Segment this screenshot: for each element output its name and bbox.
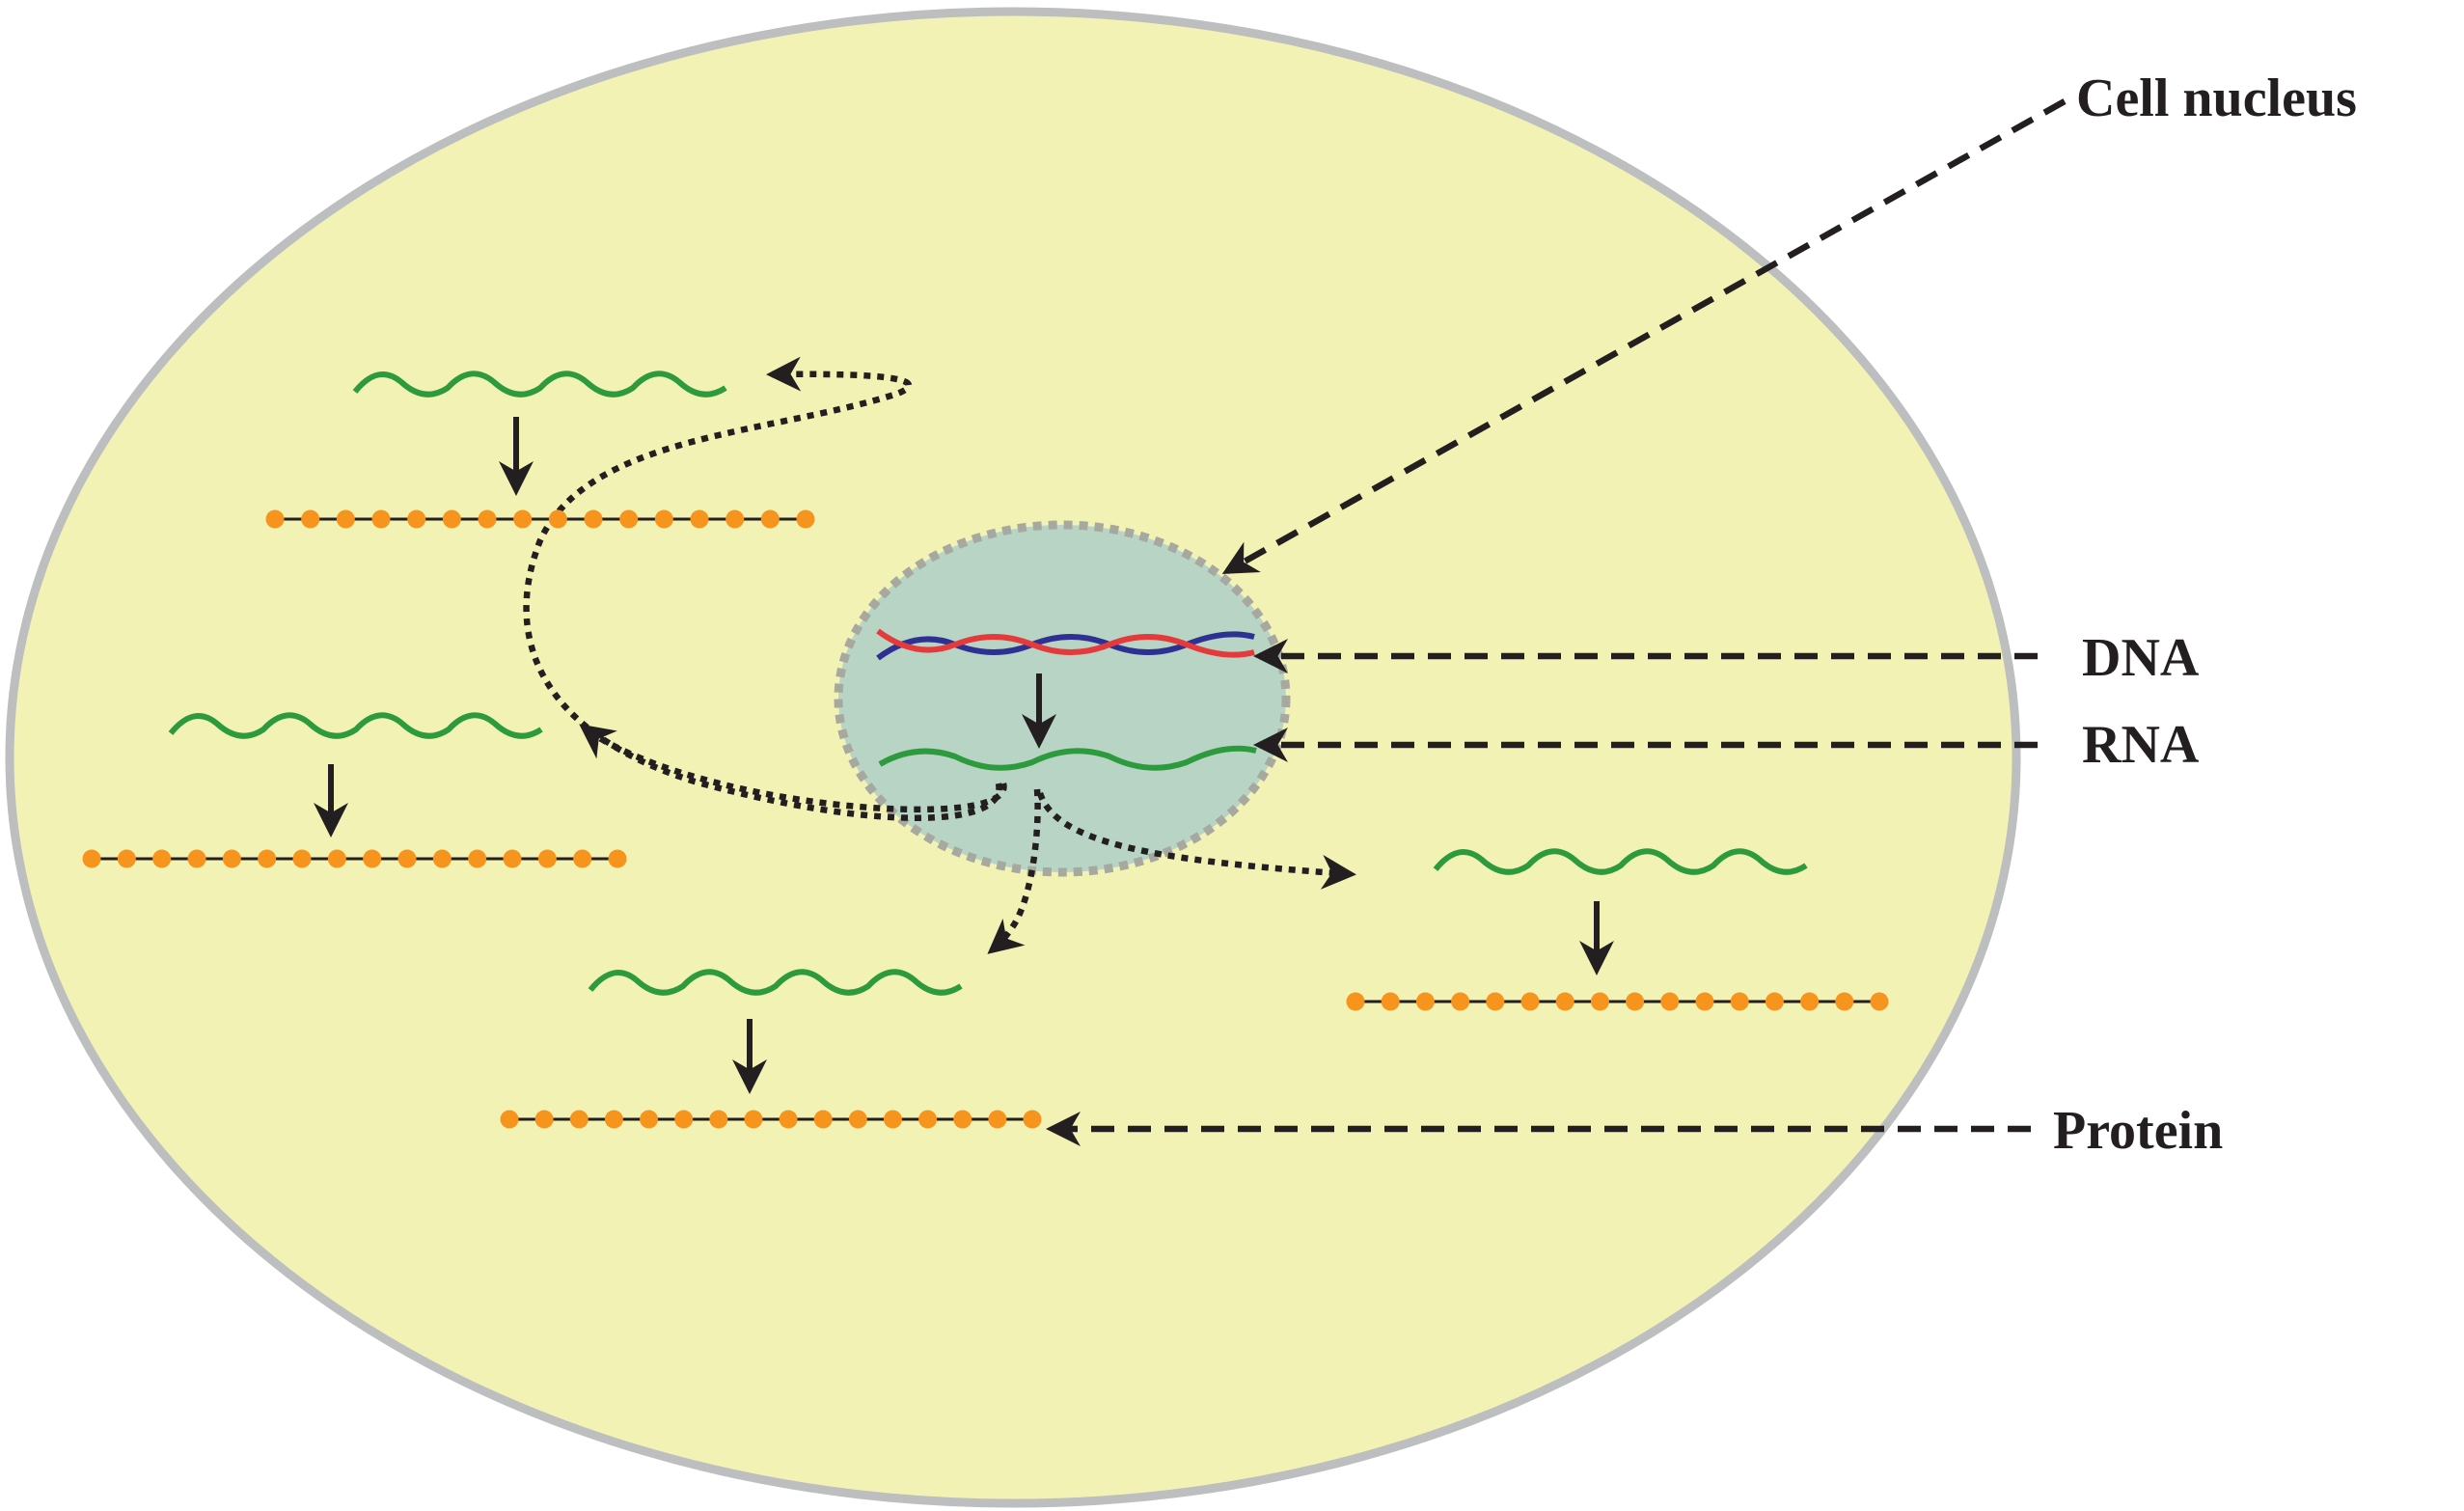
amino-acid-bead <box>1486 992 1505 1011</box>
amino-acid-bead <box>534 1110 554 1129</box>
amino-acid-bead <box>152 849 172 868</box>
amino-acid-bead <box>513 509 533 529</box>
amino-acid-bead <box>468 849 487 868</box>
cytoplasmic-rna <box>1433 848 1808 875</box>
amino-acid-bead <box>503 849 522 868</box>
amino-acid-bead <box>690 509 709 529</box>
amino-acid-bead <box>222 849 241 868</box>
amino-acid-bead <box>1626 992 1645 1011</box>
amino-acid-bead <box>301 509 320 529</box>
amino-acid-bead <box>918 1110 938 1129</box>
amino-acid-bead <box>883 1110 902 1129</box>
amino-acid-bead <box>674 1110 694 1129</box>
amino-acid-bead <box>442 509 461 529</box>
amino-acid-bead <box>1870 992 1889 1011</box>
amino-acid-bead <box>1381 992 1400 1011</box>
amino-acid-bead <box>953 1110 972 1129</box>
amino-acid-bead <box>848 1110 867 1129</box>
amino-acid-bead <box>187 849 206 868</box>
export-path-bottom <box>987 788 1041 954</box>
amino-acid-bead <box>569 1110 589 1129</box>
amino-acid-bead <box>760 509 780 529</box>
amino-acid-bead <box>1451 992 1470 1011</box>
amino-acid-bead <box>654 509 673 529</box>
amino-acid-bead <box>608 849 627 868</box>
cytoplasmic-rna <box>588 969 963 996</box>
amino-acid-bead <box>500 1110 519 1129</box>
amino-acid-bead <box>1695 992 1714 1011</box>
export-path-middle-left <box>579 724 1007 813</box>
amino-acid-bead <box>82 849 101 868</box>
amino-acid-bead <box>604 1110 623 1129</box>
amino-acid-bead <box>363 849 382 868</box>
amino-acid-bead <box>397 849 417 868</box>
export-path-top-left <box>523 356 1002 821</box>
callout-line-nucleus <box>1221 98 2067 574</box>
amino-acid-bead <box>779 1110 798 1129</box>
cytoplasmic-rna <box>168 712 543 739</box>
export-paths <box>523 356 1356 954</box>
amino-acid-bead <box>619 509 639 529</box>
label-cell-nucleus: Cell nucleus <box>2076 69 2357 128</box>
amino-acid-bead <box>336 509 355 529</box>
label-dna: DNA <box>2082 628 2200 688</box>
amino-acid-bead <box>265 509 285 529</box>
amino-acid-bead <box>537 849 557 868</box>
nuclear-rna <box>878 745 1257 771</box>
amino-acid-bead <box>1835 992 1854 1011</box>
translation-groups <box>82 371 1889 1129</box>
amino-acid-bead <box>813 1110 833 1129</box>
amino-acid-bead <box>1730 992 1749 1011</box>
amino-acid-bead <box>988 1110 1007 1129</box>
amino-acid-bead <box>1660 992 1680 1011</box>
cytoplasmic-rna <box>352 371 727 398</box>
label-protein: Protein <box>2053 1101 2223 1161</box>
amino-acid-bead <box>478 509 497 529</box>
amino-acid-bead <box>1765 992 1784 1011</box>
label-rna: RNA <box>2082 715 2200 775</box>
callout-lines <box>1046 98 2067 1146</box>
amino-acid-bead <box>1555 992 1574 1011</box>
amino-acid-bead <box>1590 992 1609 1011</box>
amino-acid-bead <box>640 1110 659 1129</box>
amino-acid-bead <box>573 849 592 868</box>
amino-acid-bead <box>796 509 815 529</box>
export-path-right <box>1036 791 1356 890</box>
amino-acid-bead <box>1800 992 1820 1011</box>
amino-acid-bead <box>726 509 745 529</box>
amino-acid-bead <box>407 509 426 529</box>
amino-acid-bead <box>1520 992 1540 1011</box>
translation-group <box>82 712 627 868</box>
translation-group <box>265 371 815 529</box>
amino-acid-bead <box>1415 992 1435 1011</box>
amino-acid-bead <box>1023 1110 1042 1129</box>
amino-acid-bead <box>744 1110 763 1129</box>
amino-acid-bead <box>371 509 391 529</box>
translation-group <box>500 969 1042 1129</box>
amino-acid-bead <box>117 849 136 868</box>
translation-group <box>1346 848 1889 1011</box>
amino-acid-bead <box>432 849 452 868</box>
amino-acid-bead <box>548 509 567 529</box>
amino-acid-bead <box>258 849 277 868</box>
amino-acid-bead <box>584 509 603 529</box>
cell-nucleus <box>834 520 1291 877</box>
dna-strand-red <box>876 628 1255 658</box>
amino-acid-bead <box>292 849 312 868</box>
amino-acid-bead <box>327 849 346 868</box>
amino-acid-bead <box>709 1110 728 1129</box>
amino-acid-bead <box>1346 992 1365 1011</box>
dna-double-helix <box>876 628 1255 661</box>
